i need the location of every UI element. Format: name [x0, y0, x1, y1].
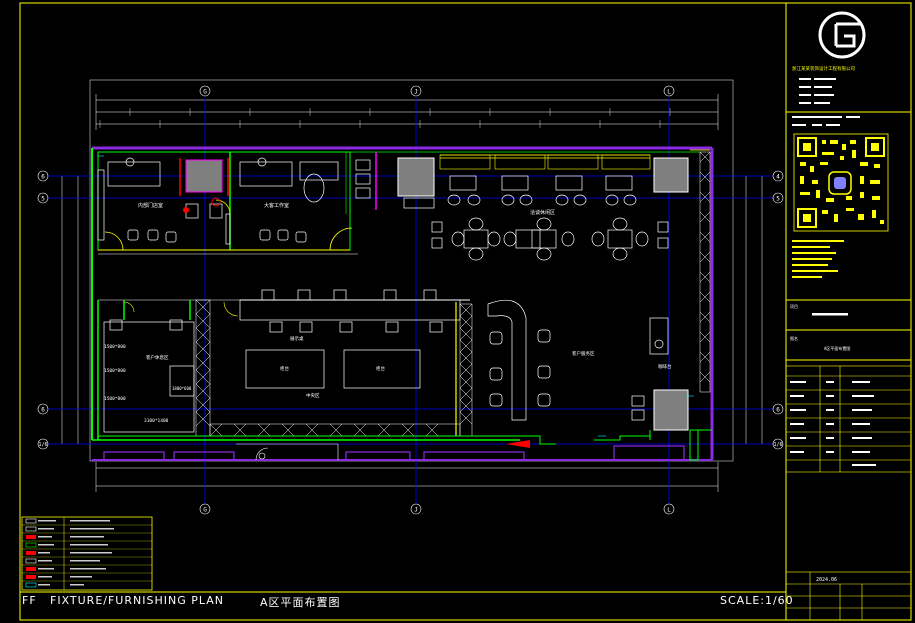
dim-label-2: 1500*800	[104, 368, 126, 374]
grid-label-left-1: 6	[41, 174, 45, 181]
grid-label-top-g: G	[203, 89, 207, 96]
company-name: 浙江某某装饰设计工程有限公司	[792, 65, 855, 72]
room-label-client: 客户休息区	[146, 354, 169, 361]
dim-label-1: 1500*800	[104, 344, 126, 350]
dim-label-5: 1800*600	[172, 386, 192, 391]
grid-label-left-3: 6	[41, 407, 45, 414]
room-label-desk-b: 柜台	[376, 365, 385, 372]
grid-label-bottom-j: J	[414, 507, 418, 514]
dim-label-4: 3100*1400	[144, 418, 169, 424]
grid-label-bottom-g: G	[203, 507, 207, 514]
grid-label-bottom-l: L	[667, 507, 671, 514]
grid-bubbles-bottom: G J L	[199, 503, 675, 515]
drawing-title: FIXTURE/FURNISHING PLAN	[50, 594, 224, 607]
lounge-furniture	[403, 175, 669, 261]
grid-label-left-2: 5	[41, 196, 45, 203]
legend-table	[21, 516, 153, 591]
revision-table	[785, 365, 912, 473]
room-label-center: 中央区	[306, 392, 320, 399]
grid-bubbles-left: 6 5 6 1/6	[37, 170, 49, 450]
outer-frame	[19, 2, 912, 621]
drawing-scale: SCALE:1/60	[720, 594, 794, 607]
room-label-tea: 洽谈休闲区	[530, 209, 555, 216]
qr-code-icon	[793, 133, 889, 232]
project-label: 项目	[790, 303, 798, 309]
drawing-date: 2024.06	[816, 577, 837, 583]
room-label-office-a: 内部门店室	[138, 202, 163, 209]
grid-label-top-j: J	[414, 89, 418, 96]
grid-bubbles-right: 4 5 6 1/6	[772, 170, 784, 450]
room-label-right: 客户服务区	[572, 350, 595, 357]
lattice-partitions	[195, 151, 711, 437]
grid-label-left-4: 1/6	[38, 442, 47, 448]
grid-label-right-3: 6	[776, 407, 780, 414]
grid-label-right-2: 5	[776, 196, 780, 203]
room-label-corner: 咖啡台	[658, 363, 672, 370]
grid-label-top-l: L	[667, 89, 671, 96]
room-label-office-b: 大客工作室	[264, 202, 289, 209]
title-bar: FF FIXTURE/FURNISHING PLAN A区平面布置图 SCALE…	[22, 594, 793, 610]
drawing-code: FF	[22, 594, 37, 607]
room-label-desk-a: 柜台	[280, 365, 289, 372]
label-exhibit: 展示桌	[290, 335, 304, 342]
drawing-label: 图名	[790, 335, 798, 341]
floor-plan: 内部门店室 大客工作室 洽谈休闲区	[91, 146, 714, 461]
company-logo	[818, 11, 866, 59]
grid-label-right-1: 4	[776, 174, 780, 181]
grid-label-right-4: 1/6	[773, 442, 782, 448]
drawing-name-cn: A区平面布置图	[824, 345, 850, 351]
dim-label-3: 1500*800	[104, 396, 126, 402]
title-block: 浙江某某装饰设计工程有限公司	[785, 11, 912, 621]
drawing-title-cn: A区平面布置图	[260, 596, 341, 609]
grid-bubbles-top: G J L	[199, 85, 675, 97]
